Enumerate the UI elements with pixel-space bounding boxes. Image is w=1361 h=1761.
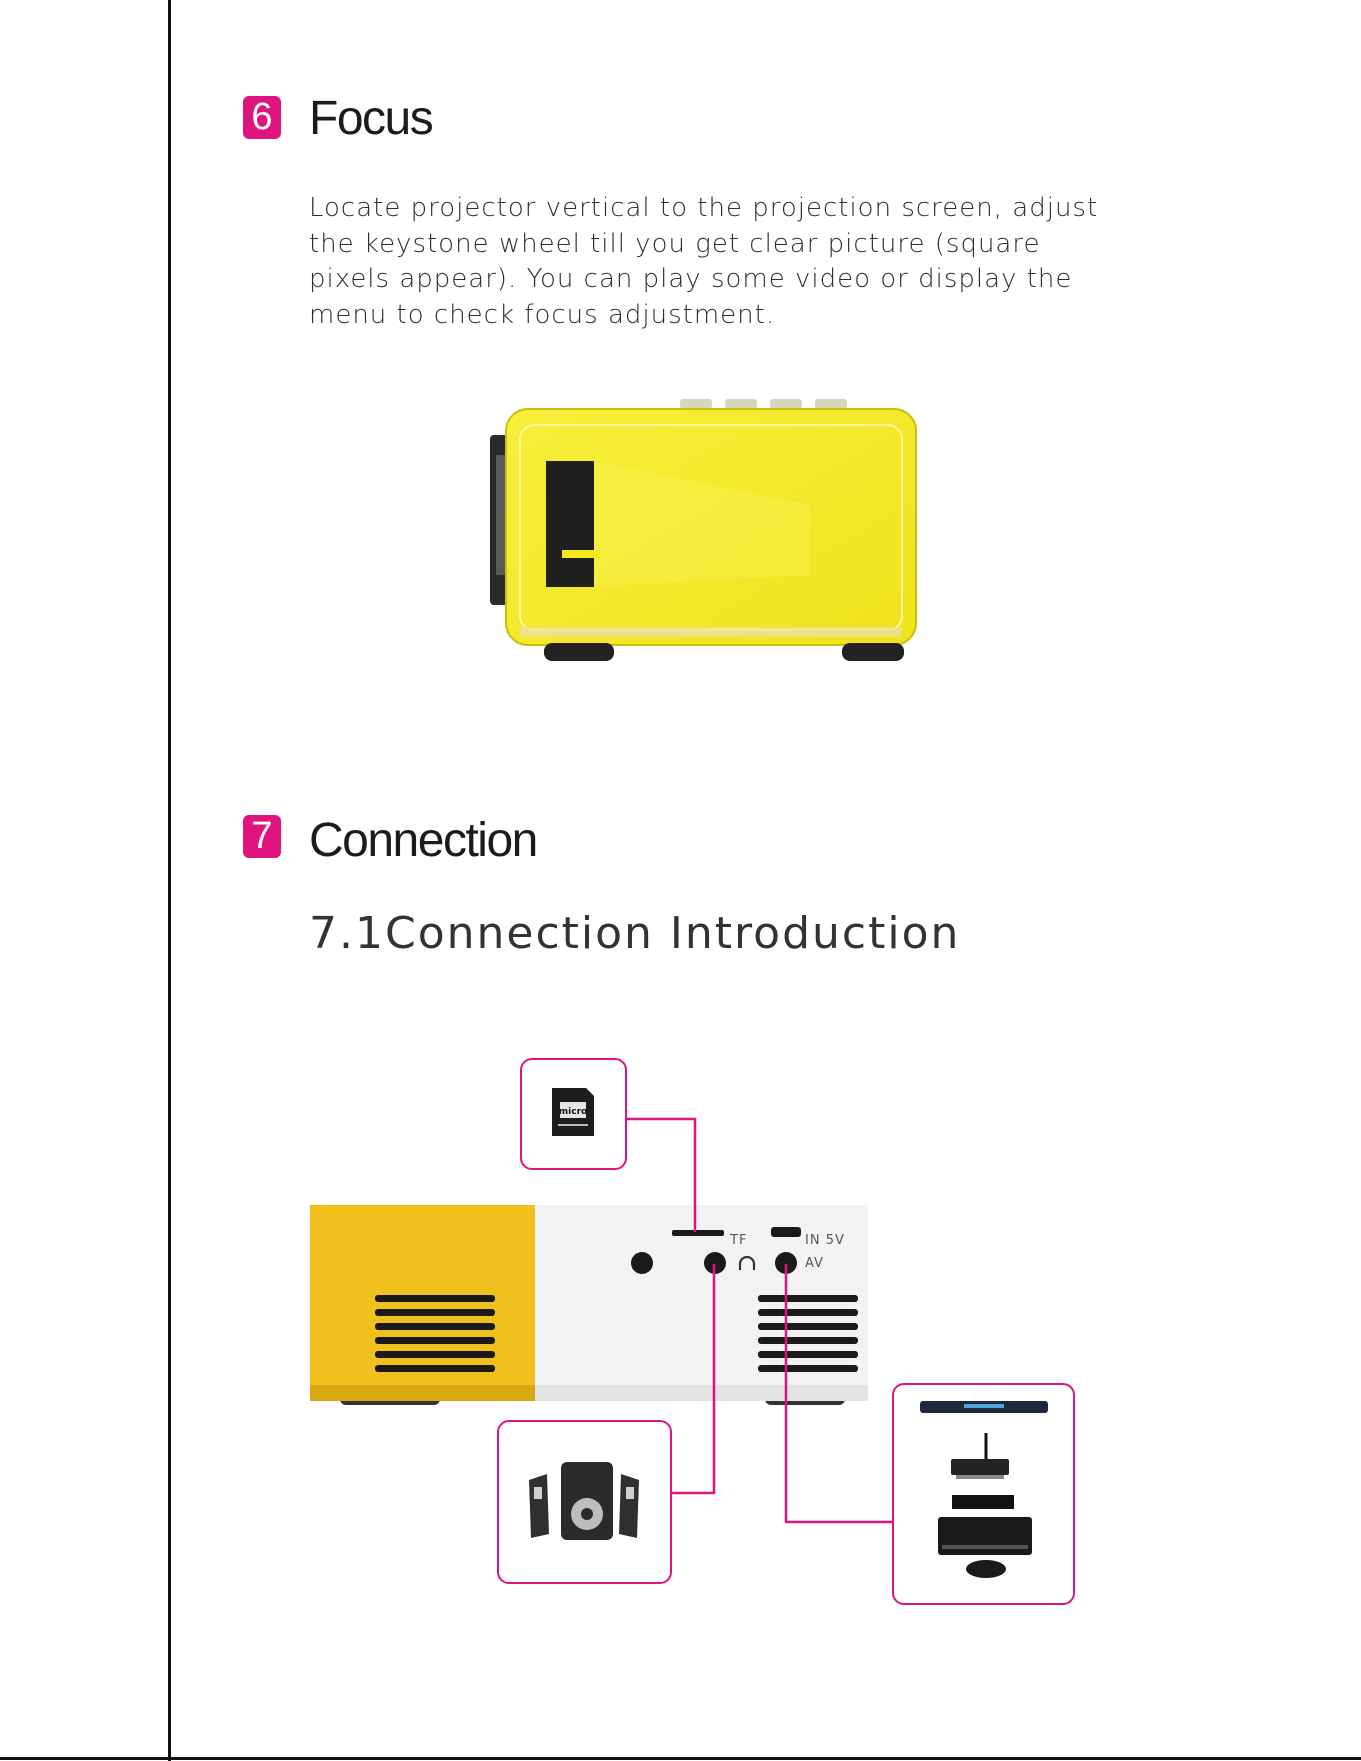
set-top-box-icon <box>951 1433 1009 1479</box>
speaker-system-icon <box>499 1422 669 1581</box>
callout-audio <box>497 1420 672 1584</box>
callout-av-devices <box>892 1383 1075 1605</box>
microsd-card-icon: micro <box>522 1060 624 1167</box>
svg-text:micro: micro <box>559 1107 587 1117</box>
callout-tf-card: micro <box>520 1058 627 1170</box>
game-console-icon <box>938 1495 1032 1578</box>
dvd-player-icon <box>920 1401 1048 1413</box>
